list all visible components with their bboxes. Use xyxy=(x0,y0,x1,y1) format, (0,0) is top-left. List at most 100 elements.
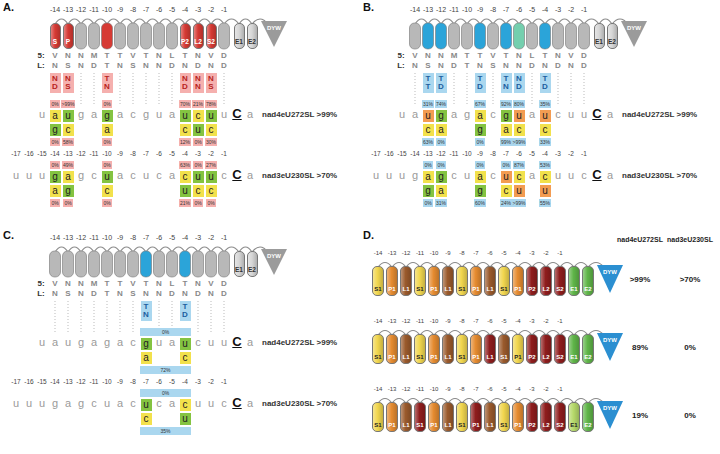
node-text: N xyxy=(516,75,522,83)
node-text: 55% xyxy=(540,201,550,206)
rna-base: u xyxy=(104,398,110,409)
node-text: c xyxy=(183,400,188,410)
position-number: -2 xyxy=(208,6,214,13)
ppr-motif: S1 xyxy=(372,266,384,296)
node-text: u xyxy=(516,186,522,196)
row-label: 5: xyxy=(37,52,44,60)
amino-acid: V xyxy=(208,52,213,60)
position-number: -7 xyxy=(143,234,149,241)
node-text: S1 xyxy=(500,422,507,428)
column-guide xyxy=(120,301,121,333)
target-base: u xyxy=(180,338,191,350)
node-text: N xyxy=(104,83,110,91)
target-base: u xyxy=(193,171,204,183)
amino-acid: N xyxy=(195,52,201,60)
position-number: -12 xyxy=(76,234,86,241)
column-guide xyxy=(94,301,95,333)
amino-acid: T xyxy=(504,52,509,60)
node-text: P xyxy=(66,39,70,46)
node-text: P1 xyxy=(388,422,395,428)
node-text: S1 xyxy=(374,286,381,292)
amino-acid: N xyxy=(182,290,188,298)
ppr-helix xyxy=(540,23,551,49)
rna-base: c xyxy=(91,170,97,181)
mutation-box: ND xyxy=(514,73,525,93)
node-text: S1 xyxy=(500,286,507,292)
node-text: c xyxy=(209,186,214,196)
rna-base: g xyxy=(143,109,149,120)
percent-box: 31% xyxy=(422,100,433,108)
ppr-motif: L1 xyxy=(400,266,412,296)
mutant-base: c xyxy=(180,352,191,364)
target-base: g xyxy=(102,110,113,122)
mutation-box: ND xyxy=(180,73,191,93)
ppr-helix xyxy=(63,251,74,277)
ppr-motif: L2 xyxy=(540,266,552,296)
position-number: -13 xyxy=(423,6,433,13)
node-text: a xyxy=(438,125,444,135)
column-header: nad3eU230SL xyxy=(667,236,713,243)
percent-box: 0% xyxy=(50,138,60,146)
position-number: -5 xyxy=(529,6,535,13)
node-text: S1 xyxy=(500,354,507,360)
position-number: -4 xyxy=(182,6,188,13)
target-base: u xyxy=(63,110,74,122)
position-number: -12 xyxy=(402,386,411,392)
target-base: u xyxy=(540,110,551,122)
node-text: 33% xyxy=(540,140,550,145)
editing-value: >70% xyxy=(680,276,701,284)
node-text: DYW xyxy=(267,25,281,31)
percent-box: >99% xyxy=(512,138,526,146)
amino-acid: V xyxy=(490,52,495,60)
node-text: 0% xyxy=(476,140,483,145)
target-base: a xyxy=(63,171,74,183)
node-text: E1 xyxy=(570,422,577,428)
node-text: g xyxy=(503,111,509,121)
amino-acid: N xyxy=(143,290,149,298)
amino-acid: V xyxy=(568,52,573,60)
percent-box: 0% xyxy=(140,328,191,336)
node-text: c xyxy=(517,125,522,135)
mutant-base: c xyxy=(423,124,434,136)
ppr-helix xyxy=(167,23,178,49)
column-guide xyxy=(584,73,585,105)
node-text: a xyxy=(52,111,58,121)
mutant-base: c xyxy=(180,124,191,136)
position-number: -9 xyxy=(117,234,123,241)
rna-base: a xyxy=(52,337,58,348)
position-number: -3 xyxy=(195,6,201,13)
amino-acid: T xyxy=(478,52,483,60)
amino-acid: N xyxy=(78,280,84,288)
node-text: P1 xyxy=(514,286,521,292)
ppr-helix xyxy=(115,251,126,277)
target-base: g xyxy=(436,171,447,183)
position-number: -13 xyxy=(388,318,397,324)
node-text: DYW xyxy=(267,253,281,259)
reporter-name: nad3eU230SL >70% xyxy=(262,172,337,180)
percent-box: 0% xyxy=(102,138,112,146)
editing-value: 19% xyxy=(632,412,648,420)
ppr-helix: E1 xyxy=(594,23,605,49)
ppr-motif: S2 xyxy=(554,402,566,432)
amino-acid: S xyxy=(65,290,70,298)
node-text: 0% xyxy=(424,163,431,168)
position-number: -11 xyxy=(89,234,99,241)
amino-acid: D xyxy=(91,62,97,70)
rna-base: u xyxy=(221,337,227,348)
node-text: c xyxy=(183,172,188,182)
position-number: -5 xyxy=(501,386,506,392)
node-text: T xyxy=(105,75,110,83)
ppr-helix: E1 xyxy=(234,251,245,277)
position-number: -5 xyxy=(169,151,175,158)
position-number: -7 xyxy=(503,151,509,158)
node-text: a xyxy=(65,172,71,182)
amino-acid: T xyxy=(105,290,110,298)
position-number: -6 xyxy=(516,6,522,13)
percent-box: 92% xyxy=(500,100,511,108)
column-guide xyxy=(81,73,82,105)
node-text: E2 xyxy=(248,267,256,274)
position-number: -5 xyxy=(529,151,535,158)
amino-acid: N xyxy=(117,62,123,70)
mutant-base: c xyxy=(501,185,512,197)
percent-box: 0% xyxy=(102,100,112,108)
